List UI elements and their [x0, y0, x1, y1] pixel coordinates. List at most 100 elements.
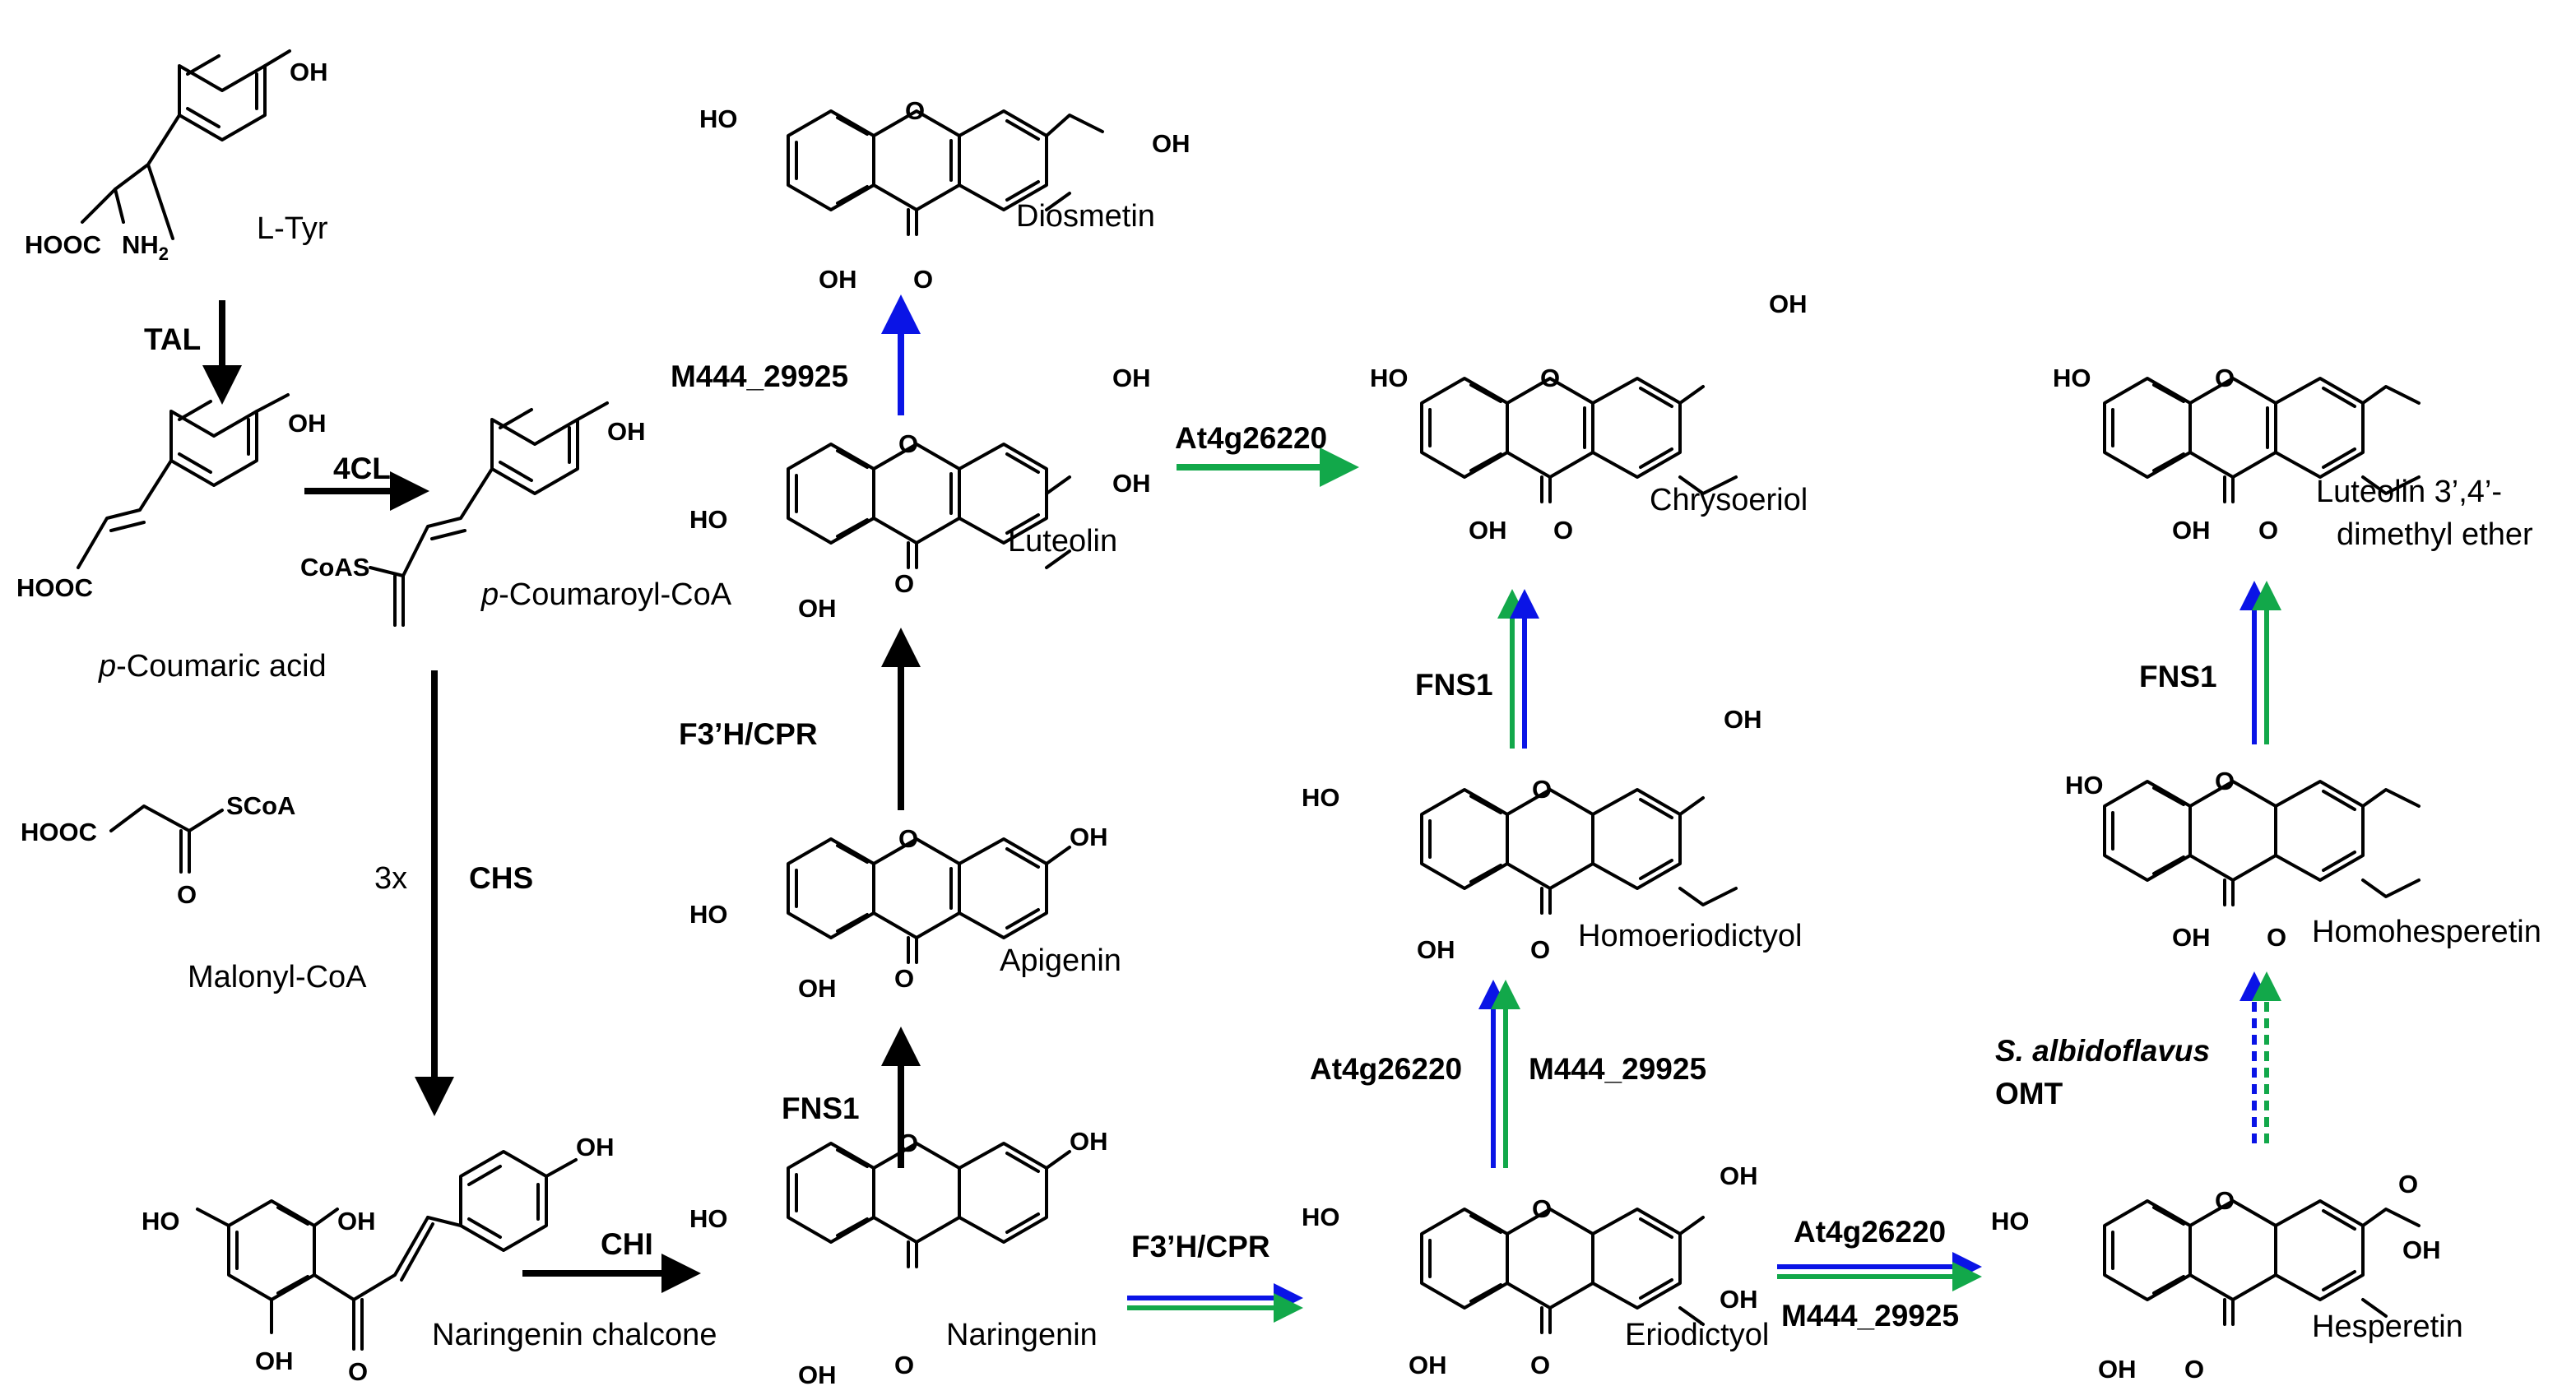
- enzyme-m444-b: M444_29925: [1529, 1052, 1706, 1086]
- atom-oh: OH: [255, 1347, 294, 1375]
- chrysoeriol-structure: [1420, 377, 1682, 503]
- enzyme-chs-multiplier: 3x: [374, 861, 407, 896]
- atom-oh: OH: [1070, 823, 1108, 851]
- diosmetin-structure: [787, 109, 1048, 236]
- atom-o: O: [1530, 935, 1550, 964]
- atom-o: O: [2184, 1355, 2204, 1384]
- atom-coas: CoAS: [300, 553, 369, 582]
- atom-oh: OH: [2098, 1355, 2137, 1384]
- label-diosmetin: Diosmetin: [1016, 199, 1155, 234]
- atom-oh: OH: [1769, 290, 1808, 318]
- atom-oh: OH: [576, 1133, 615, 1161]
- naringenin-structure: [787, 1142, 1048, 1268]
- enzyme-at4g-c: At4g26220: [1794, 1215, 1946, 1249]
- atom-o: O: [894, 1351, 914, 1379]
- atom-o: O: [894, 964, 914, 993]
- atom-o: O: [913, 265, 933, 294]
- atom-o: O: [894, 569, 914, 598]
- atom-labels: OH HOOC NH2 OH HOOC OH CoAS HOOC SCoA O …: [16, 58, 2441, 1389]
- atom-oh: OH: [288, 409, 327, 438]
- atom-o: O: [2258, 516, 2278, 545]
- reaction-arrows: [202, 294, 2281, 1323]
- atom-oh: OH: [1112, 364, 1151, 392]
- enzyme-4cl: 4CL: [333, 452, 391, 485]
- atom-oh: OH: [337, 1207, 376, 1235]
- enzyme-fns1-c: FNS1: [2139, 660, 2217, 693]
- enzyme-at4g-a: At4g26220: [1175, 421, 1327, 455]
- atom-hooc: HOOC: [16, 573, 93, 602]
- eriodictyol-structure: [1420, 1208, 1682, 1334]
- atom-nh2: NH2: [122, 230, 169, 264]
- atom-o: O: [1540, 364, 1560, 392]
- atom-o: O: [898, 429, 918, 458]
- enzyme-chi: CHI: [601, 1227, 653, 1261]
- enzyme-fns1-a: FNS1: [782, 1092, 860, 1125]
- atom-o: O: [348, 1357, 368, 1386]
- atom-oh: OH: [1152, 129, 1191, 158]
- atom-o: O: [898, 824, 918, 853]
- label-luteolin: Luteolin: [1008, 524, 1117, 559]
- atom-o: O: [1532, 1194, 1552, 1223]
- atom-ho: HO: [689, 1204, 728, 1233]
- atom-ho: HO: [1370, 364, 1409, 392]
- atom-oh: OH: [798, 594, 837, 623]
- label-naringenin-chalcone: Naringenin chalcone: [432, 1318, 717, 1352]
- atom-oh: OH: [2172, 923, 2211, 952]
- atom-oh: OH: [1409, 1351, 1447, 1379]
- atom-hooc: HOOC: [25, 230, 101, 259]
- label-apigenin: Apigenin: [1000, 943, 1121, 978]
- p-coumaroyl-coa-structure: [369, 401, 609, 627]
- atom-o: O: [2215, 364, 2235, 392]
- homoeriodictyol-structure: [1420, 788, 1682, 915]
- atom-oh: OH: [1720, 1161, 1758, 1190]
- atom-oh: OH: [1720, 1285, 1758, 1314]
- atom-o: O: [1530, 1351, 1550, 1379]
- compound-labels: L-Tyr p-Coumaric acid p-Coumaroyl-CoA Ma…: [98, 199, 2541, 1352]
- atom-oh: OH: [2402, 1235, 2441, 1264]
- atom-hooc: HOOC: [21, 818, 97, 846]
- enzyme-labels: TAL 4CL 3x CHS CHI FNS1 F3’H/CPR M444_29…: [144, 322, 2217, 1333]
- atom-ho: HO: [689, 900, 728, 929]
- label-homohesperetin: Homohesperetin: [2312, 915, 2541, 949]
- atom-oh: OH: [798, 1361, 837, 1389]
- enzyme-omt: OMT: [1995, 1077, 2063, 1110]
- atom-oh: OH: [1469, 516, 1507, 545]
- l-tyrosine-structure: [81, 49, 291, 240]
- atom-oh: OH: [1724, 705, 1762, 734]
- label-homoeriodictyol: Homoeriodictyol: [1578, 919, 1802, 953]
- label-hesperetin: Hesperetin: [2312, 1310, 2463, 1344]
- atom-oh: OH: [607, 417, 646, 446]
- label-eriodictyol: Eriodictyol: [1625, 1318, 1769, 1352]
- enzyme-chs: CHS: [469, 861, 533, 895]
- atom-o: O: [2398, 1170, 2418, 1198]
- hesperetin-structure: [2103, 1199, 2365, 1326]
- atom-o: O: [2267, 923, 2286, 952]
- atom-ho: HO: [1302, 783, 1340, 812]
- enzyme-omt-species: S. albidoflavus: [1995, 1034, 2210, 1068]
- atom-oh: OH: [798, 974, 837, 1003]
- label-p-coumaric-acid: p-Coumaric acid: [98, 649, 327, 684]
- label-naringenin: Naringenin: [946, 1318, 1098, 1352]
- atom-scoa: SCoA: [226, 791, 295, 820]
- atom-oh: OH: [1417, 935, 1455, 964]
- atom-oh: OH: [1112, 469, 1151, 498]
- atom-ho: HO: [699, 104, 738, 133]
- atom-o: O: [905, 96, 925, 125]
- label-luteolin-dimethyl-ether-line2: dimethyl ether: [2337, 517, 2533, 552]
- atom-ho: HO: [1991, 1207, 2030, 1235]
- atom-o: O: [177, 880, 197, 909]
- atom-o: O: [2215, 767, 2235, 795]
- enzyme-f3h-b: F3’H/CPR: [1131, 1230, 1270, 1263]
- enzyme-f3h-a: F3’H/CPR: [679, 717, 818, 751]
- atom-oh: OH: [2172, 516, 2211, 545]
- atom-ho: HO: [2065, 771, 2104, 800]
- naringenin-chalcone-structure: [196, 1150, 578, 1351]
- enzyme-m444-a: M444_29925: [671, 359, 848, 393]
- enzyme-tal: TAL: [144, 322, 201, 356]
- label-malonyl-coa: Malonyl-CoA: [188, 960, 367, 994]
- atom-oh: OH: [290, 58, 328, 86]
- enzyme-fns1-b: FNS1: [1415, 668, 1493, 702]
- label-luteolin-dimethyl-ether-line1: Luteolin 3’,4’-: [2316, 475, 2502, 509]
- atom-oh: OH: [1070, 1127, 1108, 1156]
